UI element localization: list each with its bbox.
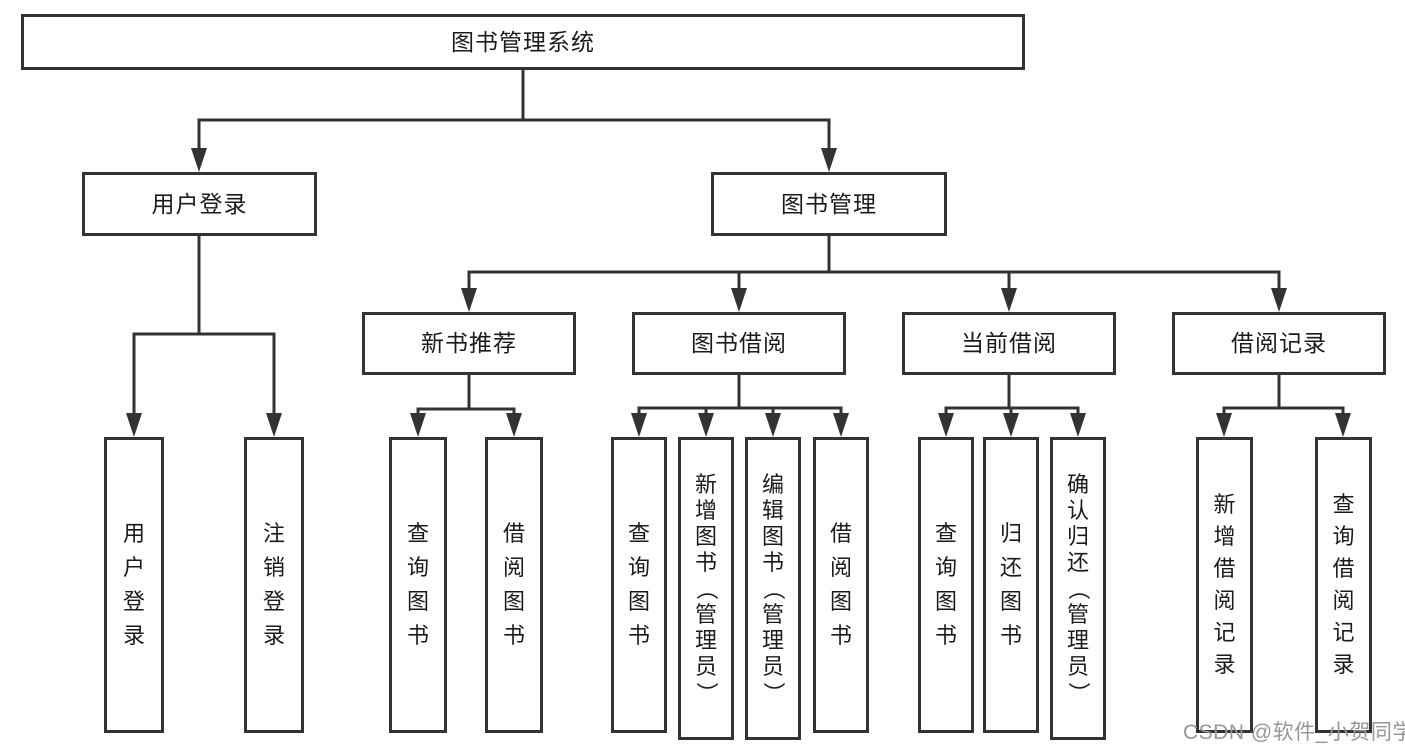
node-book-borrow-label: 图书借阅: [691, 330, 787, 356]
node-new-book-recommend: 新书推荐: [362, 312, 576, 375]
arrowhead-leaf-query-record: [1335, 413, 1351, 437]
watermark: CSDN @软件_小贺同学: [1183, 721, 1405, 744]
node-user-login-label: 用户登录: [151, 190, 248, 217]
arrowhead-book-borrow: [731, 288, 747, 312]
leaf-borrow-books-2-label: 借阅图书: [829, 521, 852, 648]
node-current-borrow: 当前借阅: [902, 312, 1116, 375]
node-book-management: 图书管理: [711, 172, 947, 236]
leaf-query-books-3: 查询图书: [918, 437, 974, 733]
node-borrow-records: 借阅记录: [1172, 312, 1386, 375]
leaf-query-books-2: 查询图书: [611, 437, 667, 733]
arrowhead-user-login: [191, 148, 207, 172]
leaf-logout-label: 注销登录: [262, 521, 285, 648]
leaf-query-books-1: 查询图书: [389, 437, 447, 733]
arrowhead-leaf-query3: [938, 413, 954, 437]
leaf-user-login-label: 用户登录: [122, 521, 145, 648]
node-user-login: 用户登录: [82, 172, 317, 236]
leaf-query-borrow-record: 查询借阅记录: [1315, 437, 1372, 733]
edges-root: [191, 68, 837, 172]
leaf-add-book-admin-label: 新增图书（管理员）: [693, 471, 719, 704]
node-book-borrow: 图书借阅: [632, 312, 846, 375]
arrowhead-leaf-add-book: [698, 413, 714, 437]
arrowhead-leaf-return: [1003, 413, 1019, 437]
edges-book-borrow: [631, 373, 849, 437]
leaf-confirm-return-admin-label: 确认归还（管理员）: [1065, 471, 1091, 704]
node-root: 图书管理系统: [21, 14, 1025, 70]
arrowhead-leaf-query2: [631, 413, 647, 437]
leaf-borrow-books-1: 借阅图书: [485, 437, 543, 733]
arrowhead-borrow-records: [1271, 288, 1287, 312]
arrowhead-leaf-logout: [266, 413, 282, 437]
node-new-book-recommend-label: 新书推荐: [421, 330, 517, 356]
edges-new-book: [410, 373, 522, 437]
leaf-return-book-label: 归还图书: [999, 521, 1022, 648]
leaf-edit-book-admin: 编辑图书（管理员）: [745, 437, 801, 740]
leaf-query-borrow-record-label: 查询借阅记录: [1332, 492, 1355, 677]
edges-user-login: [126, 234, 282, 437]
leaf-edit-book-admin-label: 编辑图书（管理员）: [760, 471, 786, 704]
edges-borrow-records: [1216, 373, 1351, 437]
arrowhead-leaf-confirm-return: [1070, 413, 1086, 437]
leaf-add-borrow-record-label: 新增借阅记录: [1213, 492, 1236, 677]
arrowhead-current-borrow: [1001, 288, 1017, 312]
edges-current-borrow: [938, 373, 1086, 437]
arrowhead-leaf-borrow2: [833, 413, 849, 437]
arrowhead-new-book: [461, 288, 477, 312]
edges-book-management: [461, 234, 1287, 312]
arrowhead-leaf-edit-book: [765, 413, 781, 437]
leaf-return-book: 归还图书: [983, 437, 1039, 733]
arrowhead-leaf-borrow1: [506, 413, 522, 437]
node-current-borrow-label: 当前借阅: [961, 330, 1057, 356]
leaf-query-books-3-label: 查询图书: [934, 521, 957, 648]
arrowhead-book-management: [821, 148, 837, 172]
arrowhead-leaf-add-record: [1216, 413, 1232, 437]
leaf-add-book-admin: 新增图书（管理员）: [678, 437, 734, 740]
arrowhead-leaf-query1: [410, 413, 426, 437]
leaf-query-books-2-label: 查询图书: [627, 521, 650, 648]
leaf-user-login: 用户登录: [104, 437, 164, 733]
node-book-management-label: 图书管理: [781, 190, 877, 217]
arrowhead-leaf-user-login: [126, 413, 142, 437]
node-root-label: 图书管理系统: [451, 28, 595, 55]
leaf-borrow-books-2: 借阅图书: [813, 437, 869, 733]
node-borrow-records-label: 借阅记录: [1231, 330, 1327, 356]
leaf-confirm-return-admin: 确认归还（管理员）: [1050, 437, 1106, 740]
leaf-query-books-1-label: 查询图书: [406, 521, 429, 648]
leaf-add-borrow-record: 新增借阅记录: [1196, 437, 1253, 733]
leaf-logout: 注销登录: [244, 437, 304, 733]
leaf-borrow-books-1-label: 借阅图书: [502, 521, 525, 648]
